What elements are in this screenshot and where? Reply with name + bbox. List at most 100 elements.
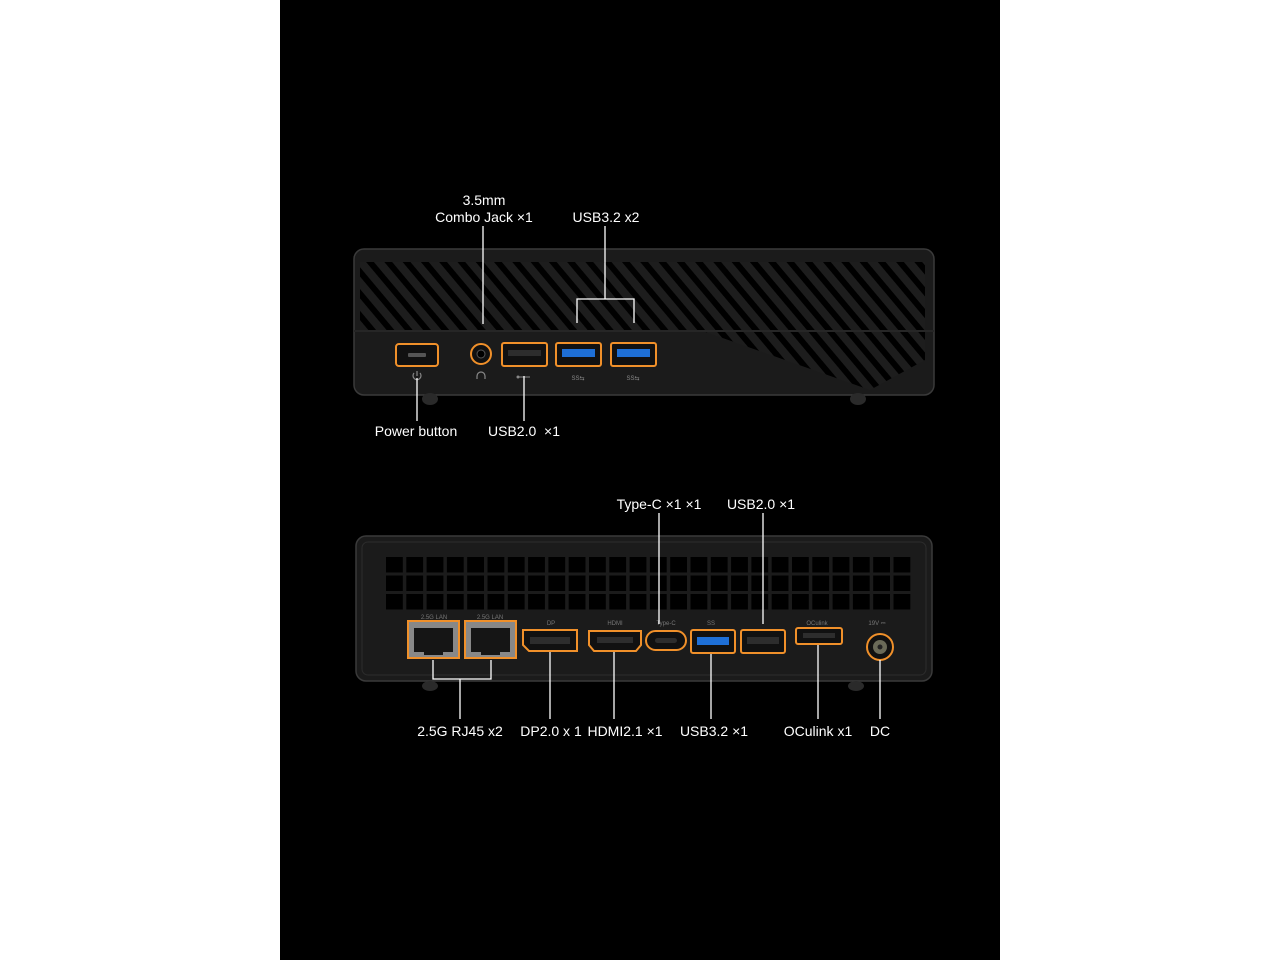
foot [850, 393, 866, 405]
rear-usb20-label: USB2.0 ×1 [726, 496, 796, 512]
vent-hole [812, 575, 830, 591]
vent-hole [751, 575, 769, 591]
vent-hole [406, 557, 424, 573]
front-chassis [353, 248, 935, 405]
vent-hole [386, 575, 403, 591]
usb3-print: SS [707, 621, 715, 627]
vent-hole [771, 594, 789, 610]
combo-jack-port [470, 343, 492, 365]
front-usb20-label: USB2.0 ×1 [488, 423, 560, 439]
vent-hole [792, 594, 809, 610]
usb32-front-port-1 [555, 342, 602, 367]
vent-hole [629, 594, 647, 610]
vent-hole [467, 557, 484, 573]
vent-hole [386, 594, 403, 610]
vent-hole [649, 575, 667, 591]
oculink-print: OCulink [806, 621, 828, 627]
vent-hole [812, 594, 830, 610]
combo-jack-line2: Combo Jack ×1 [435, 209, 533, 225]
vent-hole [568, 594, 586, 610]
oculink-port [795, 627, 843, 645]
vent-hole [710, 557, 728, 573]
vent-hole [548, 557, 566, 573]
vent-hole [507, 575, 525, 591]
usb2-front-port [501, 342, 548, 367]
vent-hole [852, 594, 870, 610]
vent-hole [528, 557, 545, 573]
vent-hole [751, 557, 769, 573]
vent-hole [548, 575, 566, 591]
usb32-front-port-2 [610, 342, 657, 367]
vent-hole [893, 594, 911, 610]
vent-hole [487, 557, 505, 573]
vent-hole [406, 594, 424, 610]
vent-hole [426, 557, 444, 573]
vent-hole [690, 575, 708, 591]
lan2-print: 2.5G LAN [477, 615, 503, 621]
vent-hole [507, 594, 525, 610]
vent-hole [812, 557, 830, 573]
vent-hole [670, 575, 687, 591]
power-button [395, 343, 439, 367]
foot [848, 681, 864, 691]
vent-hole [710, 575, 728, 591]
rear-dc-label: DC [869, 723, 891, 739]
vent-hole [426, 575, 444, 591]
vent-hole [649, 557, 667, 573]
rear-callout-lines [432, 513, 881, 719]
vent-hole [589, 557, 606, 573]
vent-hole [609, 575, 627, 591]
lan-port-1 [407, 620, 460, 659]
front-power-label: Power button [374, 423, 458, 439]
vent-hole [528, 594, 545, 610]
vent-hole [426, 594, 444, 610]
vent-hole [629, 557, 647, 573]
ss-usb-icon: SS⇆ SS⇆ [571, 375, 639, 382]
vent-hole [751, 594, 769, 610]
vent-hole [832, 557, 850, 573]
vent-hole [670, 594, 687, 610]
dc-jack [866, 633, 894, 661]
vent-hole [832, 594, 850, 610]
rear-vent-grid [386, 557, 911, 610]
typec-port [645, 630, 687, 651]
vent-hole [609, 557, 627, 573]
vent-hole [467, 594, 484, 610]
vent-hole [548, 594, 566, 610]
front-combo-jack-label: 3.5mm Combo Jack ×1 [424, 192, 544, 226]
lan-port-2 [464, 620, 517, 659]
vent-hole [792, 575, 809, 591]
vent-hole [568, 557, 586, 573]
vent-hole [893, 575, 911, 591]
vent-hole [629, 575, 647, 591]
dp-port [522, 629, 578, 652]
lan1-print: 2.5G LAN [421, 615, 447, 621]
vent-hole [386, 557, 403, 573]
vent-hole [406, 575, 424, 591]
vent-hole [852, 575, 870, 591]
vent-hole [771, 557, 789, 573]
vent-hole [690, 557, 708, 573]
svg-text:SS⇆: SS⇆ [571, 375, 584, 382]
vent-hole [690, 594, 708, 610]
vent-hole [731, 557, 748, 573]
foot [422, 681, 438, 691]
rear-dp-label: DP2.0 x 1 [520, 723, 582, 739]
rear-typec-label: Type-C ×1 ×1 [616, 496, 702, 512]
vent-hole [873, 575, 890, 591]
rear-usb32-label: USB3.2 ×1 [679, 723, 749, 739]
vent-hole [487, 575, 505, 591]
headphone-icon [476, 371, 486, 379]
vent-hole [589, 594, 606, 610]
front-callout-lines [416, 226, 635, 421]
usb2-rear-port [740, 629, 786, 654]
front-vent-slots [360, 262, 925, 390]
vent-hole [507, 557, 525, 573]
vent-hole [792, 557, 809, 573]
typec-print: Type-C [656, 621, 676, 627]
vent-hole [446, 594, 464, 610]
foot [422, 393, 438, 405]
vent-hole [832, 575, 850, 591]
vent-hole [528, 575, 545, 591]
rear-hdmi-label: HDMI2.1 ×1 [587, 723, 663, 739]
